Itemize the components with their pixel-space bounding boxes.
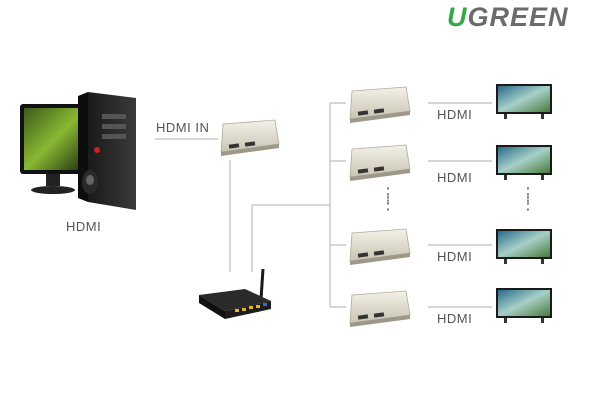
tv-monitor-icon xyxy=(496,288,552,323)
receiver-4-hdmi-label: HDMI xyxy=(437,311,473,326)
ugreen-logo: UGREEN xyxy=(447,2,569,32)
wireless-router-icon xyxy=(199,268,271,319)
receiver-extender-icon xyxy=(349,228,411,265)
receiver-extender-icon xyxy=(349,86,411,123)
display-ellipsis: ⋮⋮ xyxy=(519,184,537,213)
hdmi-in-label: HDMI IN xyxy=(156,120,210,135)
receiver-extender-icon xyxy=(349,144,411,181)
receiver-2-hdmi-label: HDMI xyxy=(437,170,473,185)
tv-monitor-icon xyxy=(496,84,552,119)
transmitter-extender-icon xyxy=(220,119,280,156)
tv-monitor-icon xyxy=(496,145,552,180)
receiver-3-hdmi-label: HDMI xyxy=(437,249,473,264)
tv-monitor-icon xyxy=(496,229,552,264)
source-hdmi-label: HDMI xyxy=(66,219,102,234)
desktop-computer-icon xyxy=(20,92,136,210)
receiver-ellipsis: ⋮⋮ xyxy=(379,184,397,213)
receiver-1-hdmi-label: HDMI xyxy=(437,107,473,122)
receiver-extender-icon xyxy=(349,290,411,327)
